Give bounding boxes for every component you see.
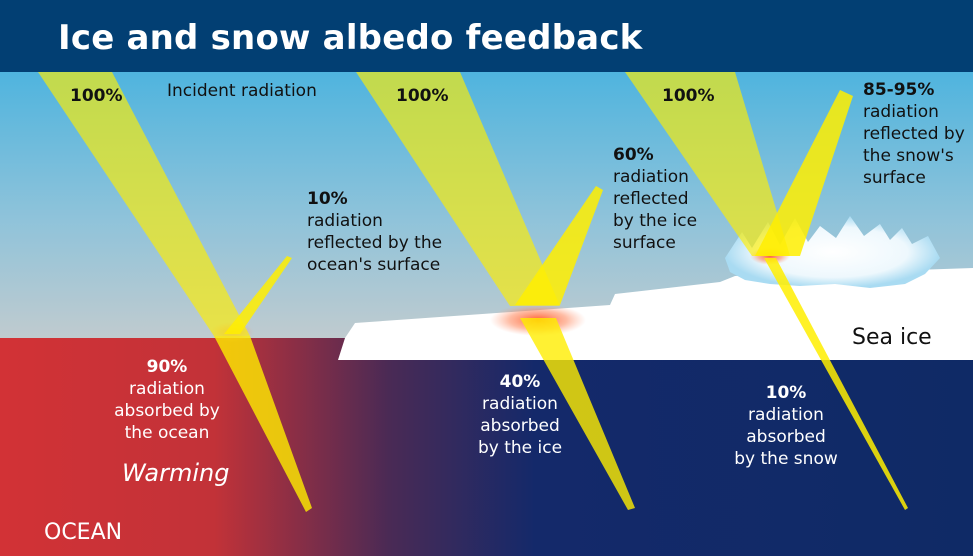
ice-reflected-label: 60% radiation reflected by the ice surfa… [613,144,697,254]
ice-absorbed-percent: 40% [499,372,541,392]
snow-reflected-line-4: surface [863,168,926,188]
ice-reflected-line-3: by the ice [613,211,698,231]
snow-absorbed-percent: 10% [765,383,807,403]
snow-absorbed-line-2: absorbed [746,427,826,447]
ice-absorbed-line-3: by the ice [477,438,563,458]
incident-radiation-label: Incident radiation [167,81,317,101]
ice-absorbed-label: 40% radiation absorbed by the ice [460,371,580,459]
snow-reflected-percent: 85-95% [863,80,935,100]
ocean-absorbed-line-1: radiation [129,379,205,399]
ocean-reflected-line-2: reflected by the [307,233,443,253]
ice-beam-percent: 100% [396,86,449,106]
snow-reflected-line-1: radiation [863,102,939,122]
beam-ice-incoming [356,72,560,306]
title-bar: Ice and snow albedo feedback [0,0,973,72]
ice-reflected-line-2: reflected [613,189,689,209]
beam-ocean-reflected [224,256,292,334]
ice-reflected-line-1: radiation [613,167,689,187]
ocean-absorbed-percent: 90% [146,357,188,377]
ice-reflected-percent: 60% [613,145,654,165]
snow-absorbed-line-3: by the snow [734,449,838,469]
ocean-label: OCEAN [44,520,123,545]
diagram-title: Ice and snow albedo feedback [58,18,643,58]
ocean-reflected-line-3: ocean's surface [307,255,441,275]
snow-reflected-label: 85-95% radiation reflected by the snow's… [863,79,965,189]
ocean-reflected-line-1: radiation [307,211,383,231]
ice-absorbed-line-2: absorbed [480,416,560,436]
ice-absorbed-line-1: radiation [482,394,558,414]
ocean-absorbed-label: 90% radiation absorbed by the ocean [102,356,232,444]
beam-ice-absorbed [520,318,635,510]
beam-snow-reflected [755,90,853,256]
beam-ice-reflected [515,186,603,305]
warming-label: Warming [122,459,230,487]
snow-absorbed-label: 10% radiation absorbed by the snow [726,382,846,470]
snow-absorbed-line-1: radiation [748,405,824,425]
ocean-beam-percent: 100% [70,86,123,106]
snow-reflected-line-3: the snow's [863,146,954,166]
ocean-absorbed-line-3: the ocean [124,423,210,443]
beam-ocean-absorbed [214,336,312,512]
ocean-absorbed-line-2: absorbed by [114,401,220,421]
beam-snow-absorbed [764,258,908,510]
sea-ice-label: Sea ice [852,325,932,350]
ice-reflected-line-4: surface [613,233,676,253]
beam-snow-incoming [625,72,790,256]
snow-reflected-line-2: reflected by [863,124,965,144]
ocean-reflected-percent: 10% [307,189,348,209]
ocean-reflected-label: 10% radiation reflected by the ocean's s… [307,188,442,276]
snow-beam-percent: 100% [662,86,715,106]
beam-ocean-incoming [38,72,250,336]
ocean-water [0,338,973,556]
